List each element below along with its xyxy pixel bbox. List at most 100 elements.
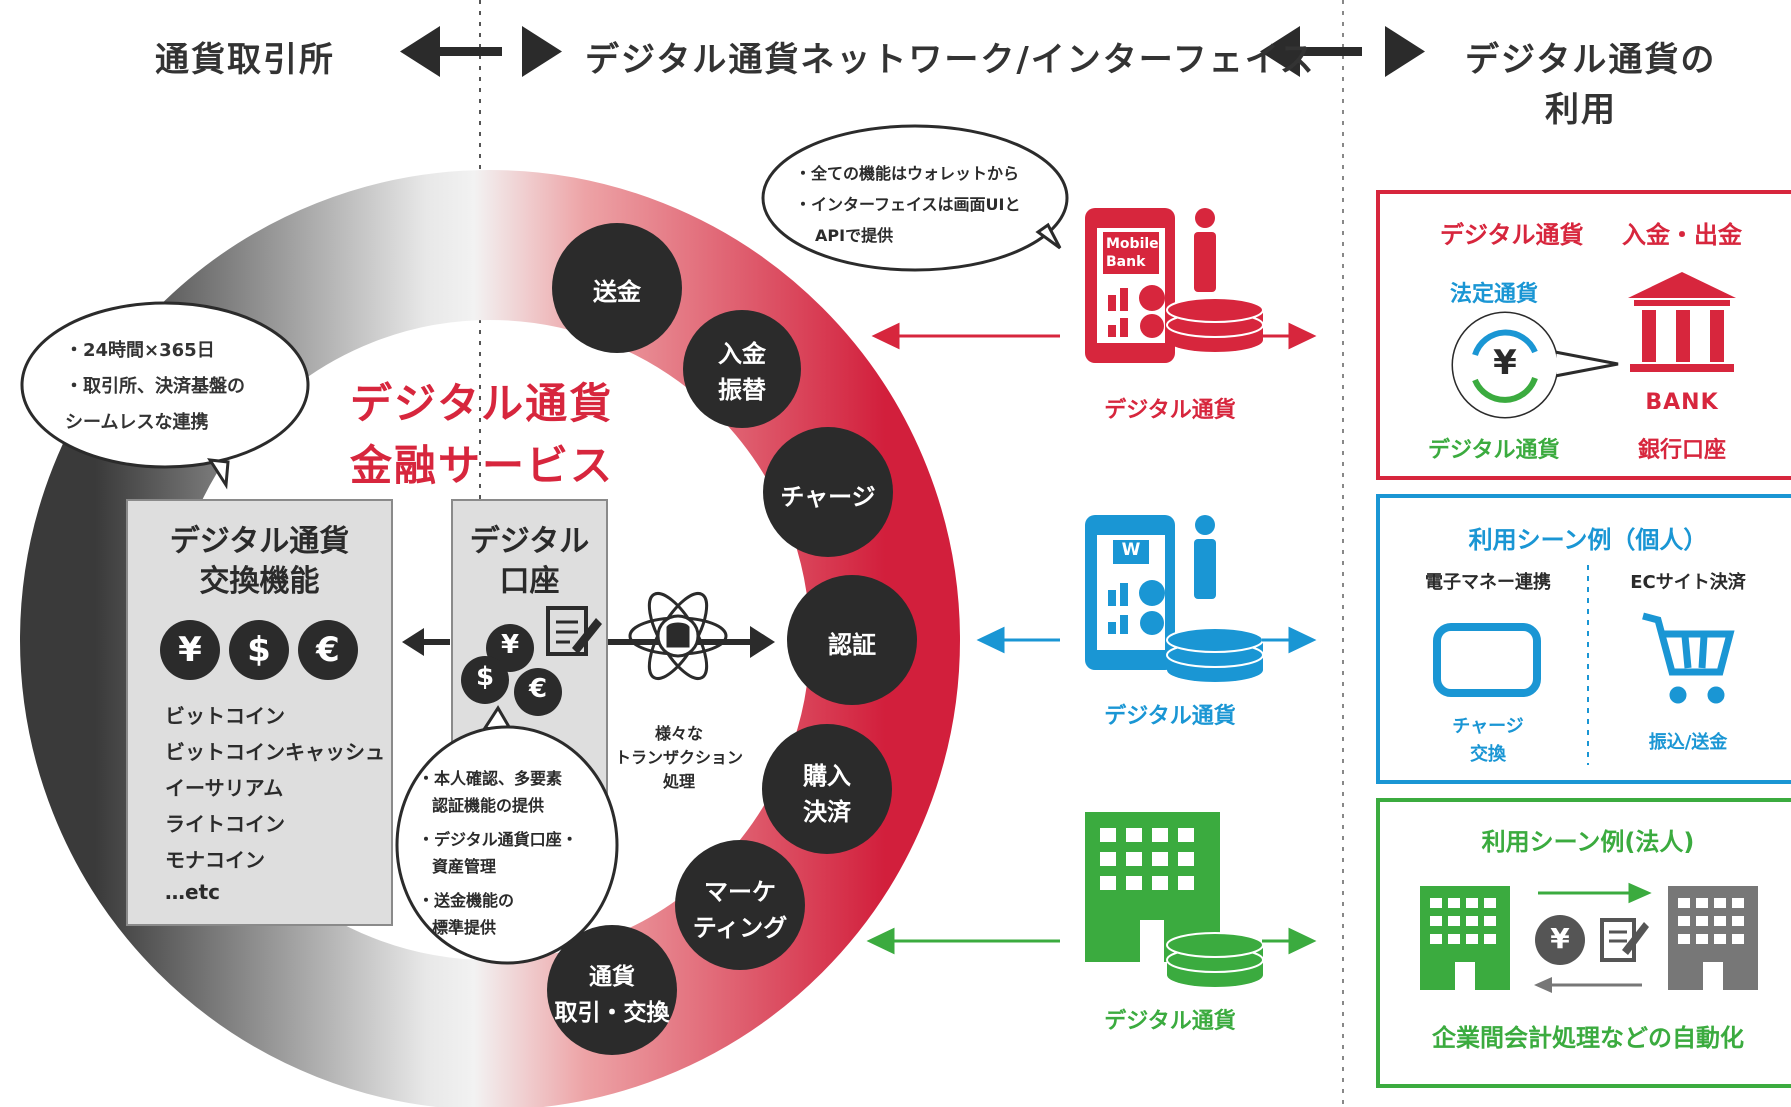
header-network: デジタル通貨ネットワーク/インターフェイス <box>585 40 1316 80</box>
bubble-24h <box>20 301 310 490</box>
bubble-24h-line2: ・取引所、決済基盤の <box>65 376 245 397</box>
panel-green-yen-icon: ¥ <box>1550 922 1570 955</box>
mobile-bank-icon <box>1085 208 1175 363</box>
exchange-item: …etc <box>165 880 220 904</box>
euro-icon: € <box>316 630 340 670</box>
service-circle-remit <box>552 223 682 353</box>
bubble-wallet-line3: APIで提供 <box>815 226 894 245</box>
account-euro-icon: € <box>528 674 548 704</box>
panel-green-caption: 企業間会計処理などの自動化 <box>1432 1024 1744 1052</box>
bubble-account-line: ・本人確認、多要素 <box>418 769 563 788</box>
caption-red: デジタル通貨 <box>1104 398 1236 423</box>
panel-blue-col2: ECサイト決済 <box>1630 572 1746 593</box>
header-arrow-right <box>1260 26 1425 77</box>
b2b-document-icon <box>1600 918 1649 962</box>
panel-blue-charge: チャージ <box>1452 716 1524 737</box>
bubble-account-line: 認証機能の提供 <box>432 796 545 815</box>
panel-red-bank-word: BANK <box>1645 390 1719 415</box>
word-doc-icon: W <box>1121 540 1141 560</box>
mobile-label-line2: Bank <box>1106 254 1146 270</box>
panel-blue-title: 利用シーン例（個人） <box>1468 526 1708 554</box>
exchange-cycle-icon <box>1451 311 1619 419</box>
bubble-wallet-line2: ・インターフェイスは画面UIと <box>795 195 1021 214</box>
service-purchase-label2: 決済 <box>803 798 851 826</box>
exchange-item: ライトコイン <box>165 812 285 836</box>
panel-red-bank-account: 銀行口座 <box>1637 438 1726 463</box>
b2b-arrows <box>1534 882 1652 993</box>
exchange-item: イーサリアム <box>165 776 284 800</box>
arrow-account-to-exchange <box>402 628 450 656</box>
service-circle-marketing <box>675 840 805 970</box>
account-dollar-icon: $ <box>475 662 495 692</box>
arrows-blue <box>976 626 1317 654</box>
company-building-left <box>1420 886 1510 990</box>
transaction-line1: 様々な <box>654 724 703 743</box>
service-purchase-label1: 購入 <box>803 762 851 790</box>
bubble-24h-line3: シームレスな連携 <box>65 412 209 433</box>
dollar-icon: $ <box>247 630 271 670</box>
service-marketing-label1: マーケ <box>704 878 776 906</box>
account-box-title1: デジタル <box>469 524 590 559</box>
company-building-right <box>1668 886 1758 990</box>
shopping-cart-icon <box>1642 612 1735 704</box>
ring-title-line1: デジタル通貨 <box>350 379 614 428</box>
service-exchange-label2: 取引・交換 <box>554 1000 670 1026</box>
service-circle-charge <box>763 427 893 557</box>
bubble-24h-line1: ・24時間×365日 <box>65 340 215 361</box>
person-icon-red <box>1194 208 1216 292</box>
account-box-title2: 口座 <box>499 564 560 599</box>
service-auth-label: 認証 <box>828 631 876 659</box>
header-exchange: 通貨取引所 <box>155 40 335 80</box>
document-device-icon <box>1085 515 1175 670</box>
account-icons <box>461 606 602 716</box>
service-marketing-label2: ティング <box>692 914 788 942</box>
arrows-green <box>866 927 1317 955</box>
service-deposit-label2: 振替 <box>718 376 766 404</box>
person-icon-blue <box>1194 515 1216 599</box>
service-circles <box>547 223 917 1055</box>
bubble-wallet <box>761 124 1069 272</box>
exchange-box <box>126 499 393 926</box>
bubble-account-line: 標準提供 <box>432 918 497 937</box>
service-circle-deposit <box>683 310 801 428</box>
service-circle-auth <box>787 575 917 705</box>
panel-red-yen-icon: ¥ <box>1493 343 1517 383</box>
panel-blue-col1: 電子マネー連携 <box>1425 572 1551 593</box>
exchange-box-title2: 交換機能 <box>199 564 320 599</box>
coin-stack-green <box>1166 932 1264 987</box>
panel-blue-transfer: 振込/送金 <box>1648 732 1728 753</box>
exchange-item: ビットコイン <box>165 704 285 728</box>
panel-red <box>1376 190 1791 480</box>
transaction-line2: トランザクション <box>614 748 743 767</box>
panel-red-title2: 入金・出金 <box>1622 221 1742 249</box>
service-circle-exchange <box>547 925 677 1055</box>
bubble-account-line: 資産管理 <box>432 857 497 876</box>
b2b-yen-coin <box>1535 915 1585 965</box>
service-exchange-label1: 通貨 <box>589 964 635 990</box>
exchange-box-title1: デジタル通貨 <box>169 524 350 559</box>
currency-icons <box>160 620 358 680</box>
panel-green-title: 利用シーン例(法人) <box>1481 828 1695 856</box>
ring-title-line2: 金融サービス <box>350 441 615 490</box>
coin-stack-blue <box>1166 627 1264 682</box>
panel-blue-exchange: 交換 <box>1470 744 1506 765</box>
service-charge-label: チャージ <box>780 483 876 511</box>
bubble-account <box>395 705 619 965</box>
bubble-account-line: ・デジタル通貨口座・ <box>418 830 578 849</box>
coin-stack-red <box>1166 297 1264 352</box>
panel-red-legal: 法定通貨 <box>1450 282 1539 307</box>
header-arrow-left <box>400 26 562 77</box>
exchange-item: ビットコインキャッシュ <box>165 740 385 764</box>
exchange-item: モナコイン <box>165 848 265 872</box>
panel-red-title1: デジタル通貨 <box>1440 221 1584 249</box>
bubble-wallet-line1: ・全ての機能はウォレットから <box>795 164 1020 183</box>
service-deposit-label1: 入金 <box>718 340 766 368</box>
yen-icon: ¥ <box>178 630 202 670</box>
panel-red-digital: デジタル通貨 <box>1428 438 1560 463</box>
account-yen-icon: ¥ <box>500 630 520 660</box>
panel-green <box>1376 798 1791 1088</box>
e-money-card-icon <box>1433 623 1541 697</box>
building-icon-green <box>1085 812 1220 962</box>
transaction-line3: 処理 <box>662 772 695 791</box>
